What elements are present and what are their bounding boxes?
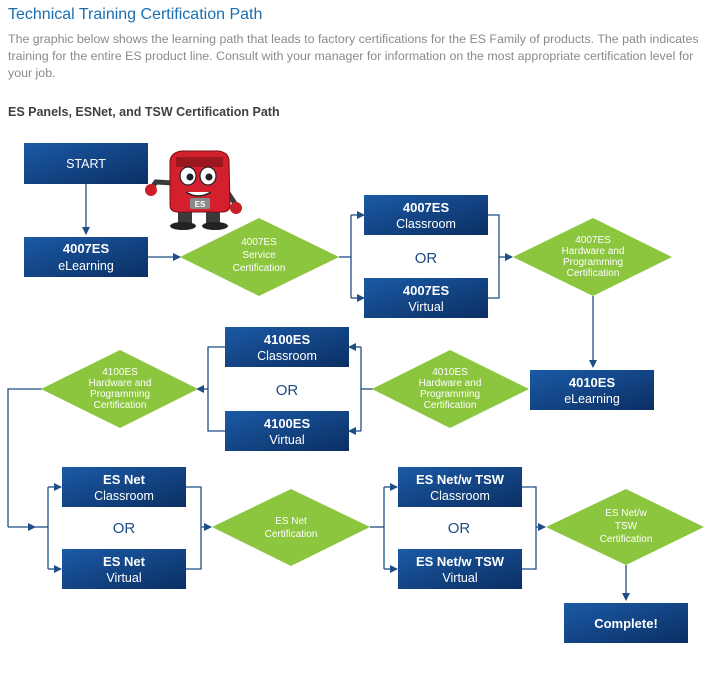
diamond-label: 4007ES: [241, 237, 277, 248]
box-sublabel: Classroom: [396, 217, 456, 231]
complete-label: Complete!: [594, 616, 658, 631]
box-label: 4010ES: [569, 375, 616, 390]
box-sublabel: eLearning: [564, 392, 620, 406]
diamond-label: Certification: [265, 529, 318, 540]
box-sublabel: Classroom: [94, 489, 154, 503]
or-label: OR: [276, 382, 299, 399]
box-esnet-tsw-classroom: ES Net/w TSW Classroom: [398, 467, 522, 507]
page-title: Technical Training Certification Path: [8, 6, 263, 23]
box-label: 4100ES: [264, 416, 311, 431]
box-label: ES Net: [103, 554, 146, 569]
diamond-4007es-service-certification: 4007ES Service Certification: [180, 218, 339, 296]
diamond-esnet-certification: ES Net Certification: [212, 489, 370, 566]
box-4007es-classroom: 4007ES Classroom: [364, 195, 488, 235]
diamond-label: ES Net: [275, 516, 307, 527]
or-label: OR: [448, 520, 471, 537]
diamond-label: 4007ES: [575, 235, 611, 246]
mascot-badge-label: ES: [195, 200, 206, 209]
es-panel-mascot-illustration: ES: [145, 150, 242, 230]
diamond-label: 4100ES: [102, 367, 138, 378]
box-sublabel: Virtual: [408, 300, 443, 314]
diamond-label: Programming: [90, 389, 150, 400]
diamond-label: Hardware and: [562, 246, 625, 257]
box-4010es-elearning: 4010ES eLearning: [530, 370, 654, 410]
diamond-label: TSW: [615, 521, 638, 532]
box-sublabel: Virtual: [106, 571, 141, 585]
box-label: 4007ES: [403, 283, 450, 298]
intro-paragraph: The graphic below shows the learning pat…: [8, 32, 699, 80]
or-label: OR: [113, 520, 136, 537]
diamond-label: Programming: [563, 257, 623, 268]
diamond-label: 4010ES: [432, 367, 468, 378]
box-label: ES Net/w TSW: [416, 554, 505, 569]
box-label: 4007ES: [403, 200, 450, 215]
connectors: [7, 184, 630, 601]
box-sublabel: eLearning: [58, 259, 114, 273]
diagram-subtitle: ES Panels, ESNet, and TSW Certification …: [8, 105, 280, 119]
diamond-label: Certification: [94, 400, 147, 411]
box-4007es-elearning: 4007ES eLearning: [24, 237, 148, 277]
diamond-label: Certification: [567, 268, 620, 279]
box-4007es-virtual: 4007ES Virtual: [364, 278, 488, 318]
box-esnet-tsw-virtual: ES Net/w TSW Virtual: [398, 549, 522, 589]
box-label: ES Net/w TSW: [416, 472, 505, 487]
diamond-label: Certification: [424, 400, 477, 411]
diamond-label: Hardware and: [419, 378, 482, 389]
box-sublabel: Classroom: [257, 349, 317, 363]
start-box: START: [24, 143, 148, 184]
box-label: ES Net: [103, 472, 146, 487]
box-esnet-classroom: ES Net Classroom: [62, 467, 186, 507]
box-sublabel: Virtual: [269, 433, 304, 447]
diamond-label: Certification: [233, 263, 286, 274]
start-label: START: [66, 157, 106, 171]
box-esnet-virtual: ES Net Virtual: [62, 549, 186, 589]
box-sublabel: Virtual: [442, 571, 477, 585]
diamond-4100es-hw-certification: 4100ES Hardware and Programming Certific…: [41, 350, 198, 428]
diamond-label: ES Net/w: [605, 508, 647, 519]
box-label: 4100ES: [264, 332, 311, 347]
diamond-label: Programming: [420, 389, 480, 400]
diamond-label: Service: [242, 250, 276, 261]
diamond-label: Hardware and: [89, 378, 152, 389]
or-label: OR: [415, 250, 438, 267]
box-4100es-virtual: 4100ES Virtual: [225, 411, 349, 451]
diamond-esnet-tsw-certification: ES Net/w TSW Certification: [546, 489, 704, 565]
diamond-label: Certification: [600, 534, 653, 545]
box-4100es-classroom: 4100ES Classroom: [225, 327, 349, 367]
diamond-4010es-hw-certification: 4010ES Hardware and Programming Certific…: [372, 350, 529, 428]
box-label: 4007ES: [63, 241, 110, 256]
complete-box: Complete!: [564, 603, 688, 643]
box-sublabel: Classroom: [430, 489, 490, 503]
diamond-4007es-hw-certification: 4007ES Hardware and Programming Certific…: [513, 218, 672, 296]
